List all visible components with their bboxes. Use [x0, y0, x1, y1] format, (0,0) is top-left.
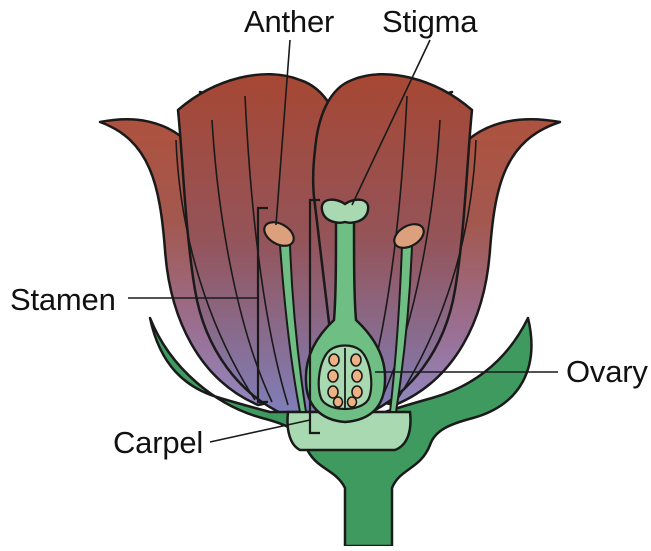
label-stamen: Stamen — [10, 284, 116, 315]
label-carpel: Carpel — [113, 427, 203, 458]
ovule — [352, 370, 362, 382]
ovule — [329, 354, 339, 366]
stigma-head — [322, 200, 368, 223]
ovule — [352, 386, 362, 398]
ovule — [351, 354, 361, 366]
ovule — [328, 370, 338, 382]
ovule — [334, 397, 343, 407]
ovule — [348, 397, 357, 407]
label-ovary: Ovary — [566, 356, 648, 387]
label-stigma: Stigma — [382, 6, 477, 37]
ovule — [328, 386, 338, 398]
label-anther: Anther — [244, 6, 334, 37]
